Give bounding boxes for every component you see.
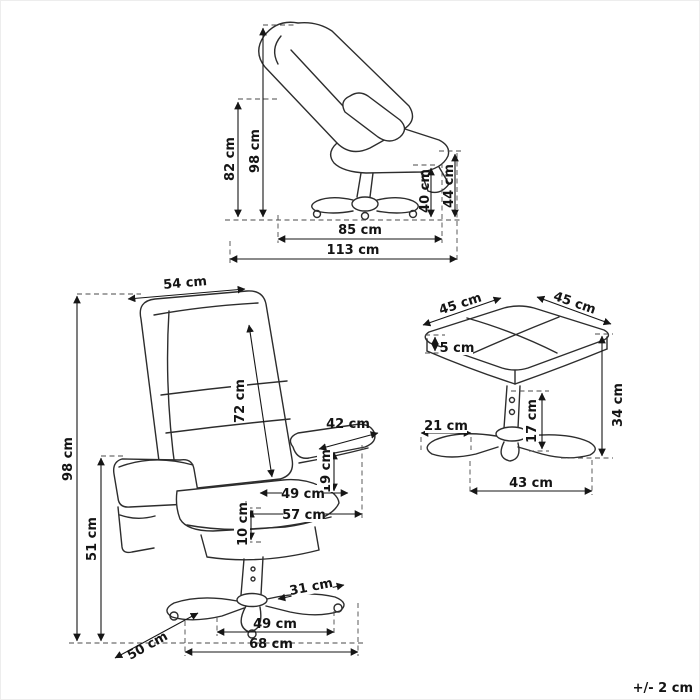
dim-label-seat-outer-width: 57 cm [282, 508, 326, 523]
ottoman-view: 45 cm 45 cm 5 cm 21 cm 17 cm 34 cm 43 cm [420, 289, 626, 495]
dim-label-seat-cushion-thickness: 10 cm [236, 502, 251, 546]
ottoman-column [503, 385, 521, 429]
dim-label-base-width: 49 cm [253, 617, 297, 632]
dim-label-armrest-length: 42 cm [326, 417, 370, 432]
dim-label-seat-width: 49 cm [281, 487, 325, 502]
reclined-chair-view: 82 cm 98 cm 40 cm 44 cm 85 cm 113 cm [223, 21, 463, 263]
tolerance-note: +/- 2 cm [633, 681, 693, 696]
upright-pedestal [240, 556, 264, 596]
dim-label-ottoman-cushion-thickness: 5 cm [440, 341, 475, 356]
dim-label-upright-total-height: 98 cm [61, 437, 76, 481]
dim-label-reclined-total-height: 98 cm [248, 129, 263, 173]
dim-label-back-height: 82 cm [223, 137, 238, 181]
dim-label-seat-depth: 85 cm [338, 223, 382, 238]
dim-label-ottoman-top-depth: 45 cm [551, 289, 597, 317]
dim-label-ottoman-top-width: 45 cm [437, 291, 483, 319]
ottoman-cushion-top [424, 305, 610, 371]
dim-label-total-width: 68 cm [249, 637, 293, 652]
dim-label-ottoman-column-height: 17 cm [525, 399, 540, 443]
reclined-base [311, 197, 419, 214]
dim-label-total-depth: 113 cm [327, 243, 380, 258]
reclined-pedestal [356, 172, 374, 198]
dim-label-backrest-height: 72 cm [233, 379, 248, 423]
dim-label-seat-floor-height: 51 cm [85, 517, 100, 561]
dim-label-backrest-width: 54 cm [163, 274, 208, 293]
reclined-armrest [342, 92, 406, 142]
dim-label-seat-height: 40 cm [418, 169, 433, 213]
dim-label-armrest-thickness: 19 cm [319, 449, 334, 493]
dim-label-chair-seat-depth: 50 cm [125, 629, 171, 663]
dim-label-ottoman-foot-length: 21 cm [424, 419, 468, 434]
upright-side-pocket [117, 506, 156, 554]
dim-label-ottoman-base-width: 43 cm [509, 476, 553, 491]
dim-label-ottoman-total-height: 34 cm [611, 383, 626, 427]
dim-label-armrest-height: 44 cm [442, 164, 457, 208]
upright-chair-view: 54 cm 72 cm 42 cm 19 cm 49 cm 57 cm 10 c… [61, 274, 379, 664]
